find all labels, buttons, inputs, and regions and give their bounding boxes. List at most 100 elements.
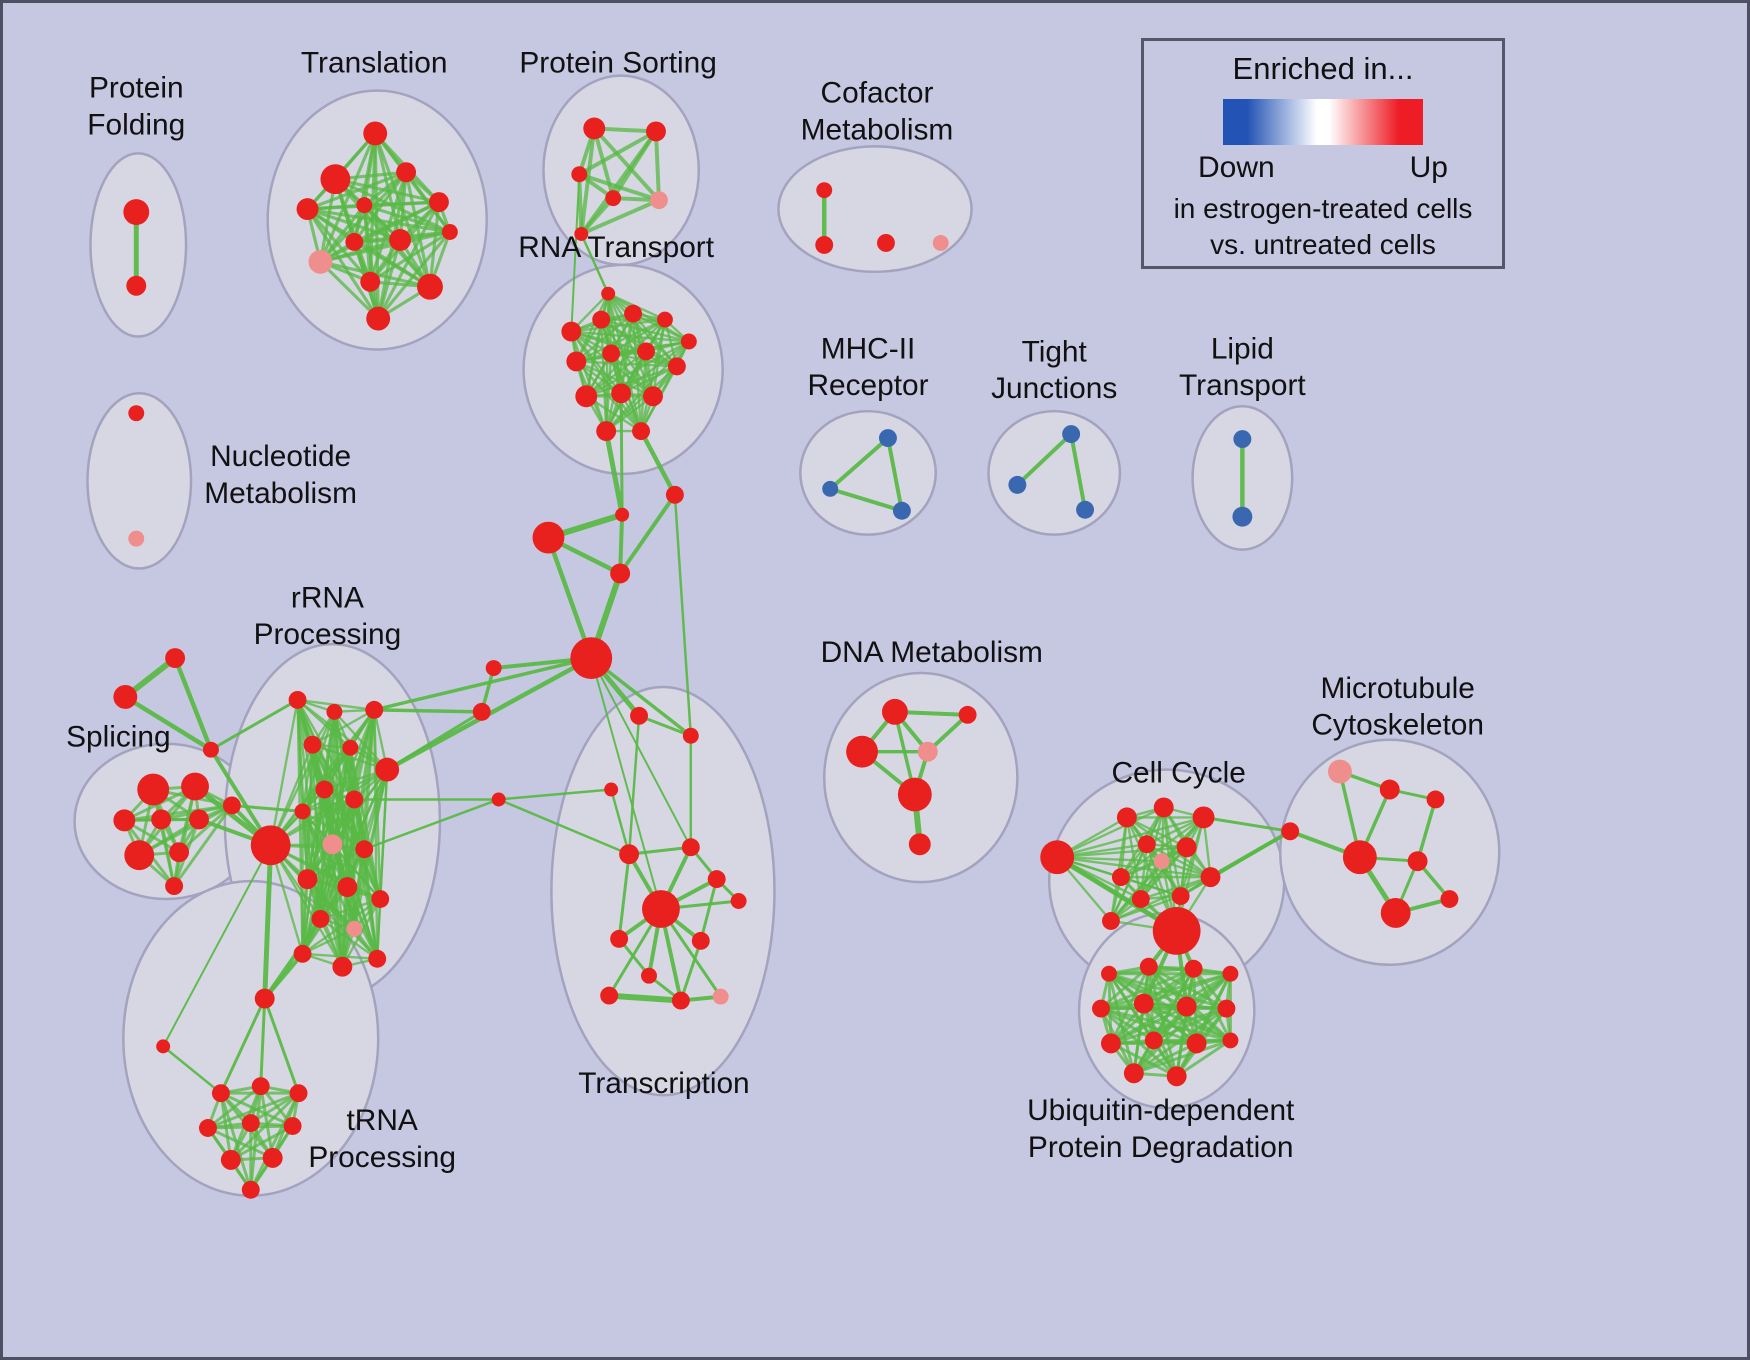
node-rt13: [596, 421, 617, 442]
network-edge: [1109, 843, 1148, 923]
node-tc6: [619, 844, 640, 865]
network-edge: [123, 694, 214, 752]
node-cc4: [1192, 806, 1215, 829]
node-tc7: [681, 838, 700, 857]
node-sp7: [124, 840, 155, 871]
node-tc13: [600, 986, 619, 1005]
network-edge: [1142, 972, 1232, 1006]
node-tr2: [320, 164, 351, 195]
node-nm1: [128, 405, 145, 422]
cluster-label-protein_sorting: Protein Sorting: [519, 47, 717, 80]
cluster-ellipse-tight_junctions: [987, 409, 1122, 536]
node-dm4: [917, 741, 938, 762]
network-edge: [618, 492, 677, 576]
legend-title: Enriched in...: [1232, 51, 1414, 86]
node-sp1: [137, 773, 170, 806]
node-rt10: [575, 385, 598, 408]
node-rt9: [667, 357, 686, 376]
node-rr9: [345, 790, 364, 809]
network-edge: [1099, 965, 1151, 1011]
network-edge: [828, 436, 890, 491]
node-mc3: [1426, 790, 1445, 809]
network-edge: [637, 714, 693, 738]
node-rt14: [632, 422, 650, 441]
network-edge: [1132, 1038, 1232, 1075]
network-edge: [580, 232, 610, 295]
node-ub4: [1222, 965, 1239, 982]
node-rr1: [250, 825, 291, 866]
network-edge: [570, 173, 581, 333]
network-edge: [497, 798, 631, 856]
node-tq7: [220, 1149, 241, 1170]
cluster-ellipse-nucleotide_metabolism: [86, 392, 193, 570]
node-tri2: [113, 684, 138, 709]
node-tr4: [356, 197, 373, 214]
network-edge: [301, 746, 352, 813]
network-edge: [619, 391, 624, 517]
node-tc9: [730, 893, 747, 909]
node-mc5: [1342, 840, 1377, 875]
node-tq1: [211, 1084, 230, 1103]
network-edge: [577, 129, 658, 177]
network-edge: [269, 698, 299, 847]
network-edge: [673, 493, 693, 737]
node-rt12: [643, 386, 663, 407]
node-rt15: [601, 286, 616, 301]
network-edge: [319, 897, 382, 921]
network-edge: [679, 939, 703, 1003]
network-edge: [1109, 875, 1212, 923]
network-edge: [606, 292, 623, 395]
node-mc9: [1440, 890, 1459, 908]
cluster-label-translation: Translation: [301, 47, 448, 80]
node-rt4: [656, 311, 673, 328]
node-mc1: [1327, 759, 1352, 784]
node-lt1: [1233, 430, 1252, 449]
node-tp1: [254, 988, 275, 1009]
network-edge: [1415, 797, 1438, 863]
node-ps2: [646, 121, 666, 142]
network-edge: [177, 803, 234, 854]
node-tq5: [241, 1114, 260, 1132]
node-tr6: [428, 192, 449, 213]
network-edge: [627, 714, 641, 856]
node-ub3: [1184, 959, 1203, 978]
node-cn2: [615, 507, 630, 522]
network-edge: [606, 292, 648, 353]
node-cn1: [665, 485, 684, 504]
network-edge: [206, 1091, 301, 1130]
node-nm2: [128, 530, 145, 547]
network-edge: [352, 200, 441, 244]
node-tri1: [165, 648, 186, 669]
node-tr13: [366, 306, 391, 331]
network-edge: [577, 172, 661, 203]
network-edge: [376, 200, 441, 321]
node-cm4: [932, 234, 949, 251]
node-rr14: [337, 877, 358, 898]
network-edge: [404, 170, 452, 234]
network-edge: [318, 238, 402, 264]
node-ub12: [1222, 1032, 1239, 1049]
legend-ends-row: Down Up: [1198, 151, 1448, 185]
network-edge: [373, 708, 379, 960]
node-rr3: [326, 703, 343, 720]
node-rt3: [624, 304, 643, 323]
network-edge: [376, 897, 382, 960]
node-mc8: [1380, 898, 1411, 928]
node-cn7: [472, 702, 491, 721]
node-ub10: [1144, 1031, 1163, 1050]
network-edge: [319, 917, 379, 960]
node-rt11: [611, 383, 632, 404]
network-edge: [604, 365, 679, 433]
network-edge: [1109, 1007, 1228, 1045]
node-rt1: [561, 321, 582, 342]
node-tr7: [441, 224, 458, 240]
node-cc7: [1153, 853, 1170, 870]
node-rr13: [297, 869, 318, 890]
network-edge: [1109, 1041, 1179, 1078]
node-rr19: [332, 956, 353, 977]
node-mc2: [1379, 779, 1400, 800]
